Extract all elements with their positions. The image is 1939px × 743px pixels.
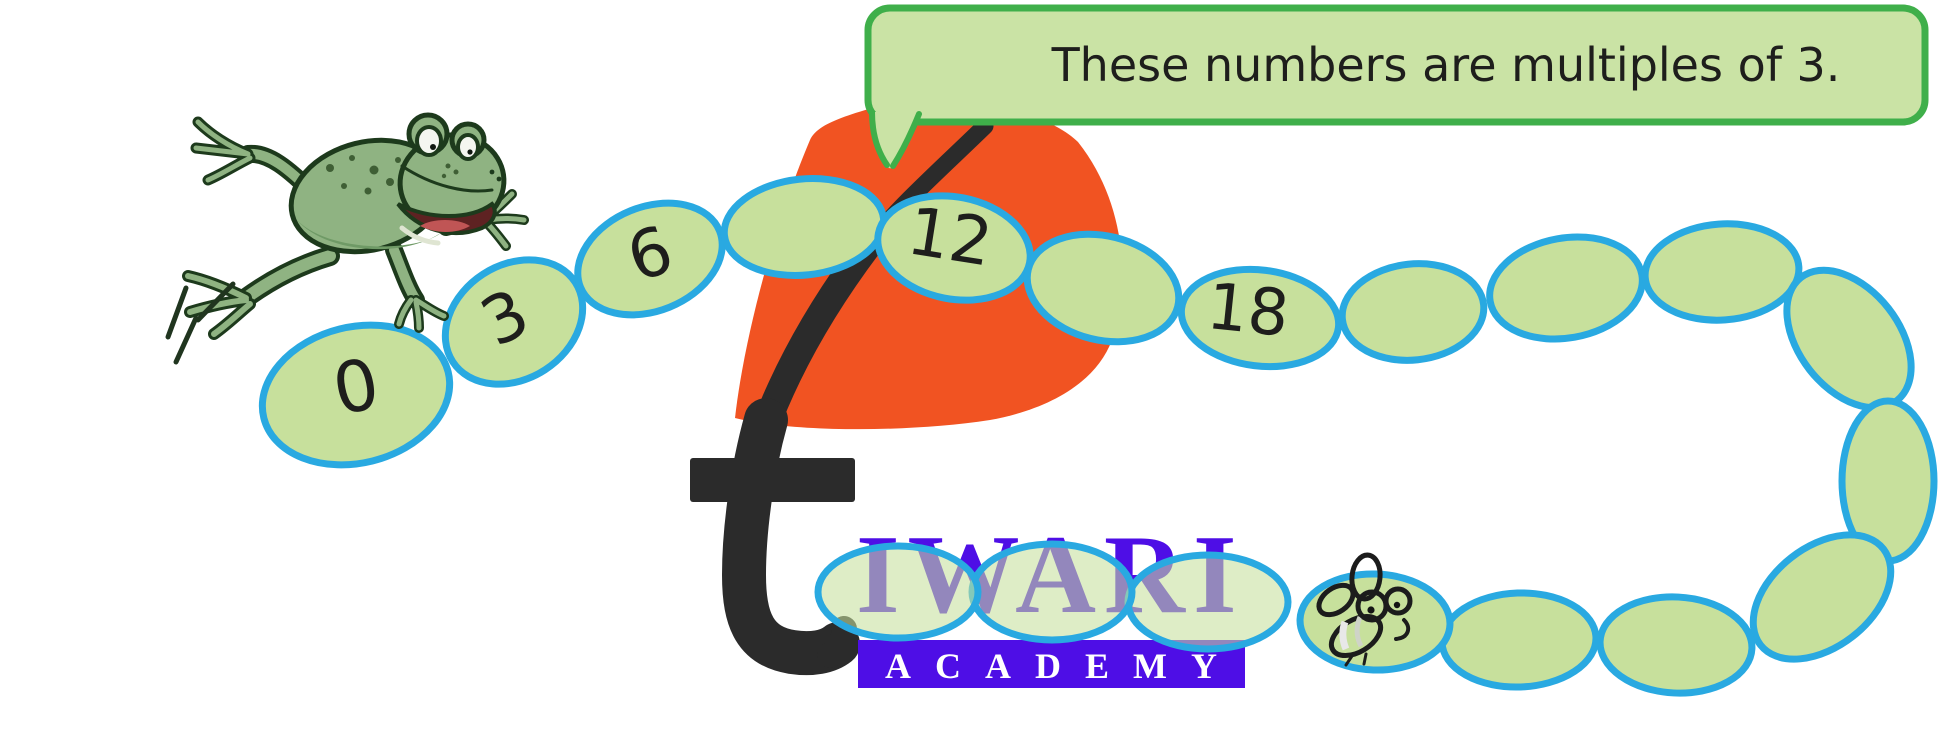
empty-oval bbox=[1438, 589, 1600, 691]
number-oval-3 bbox=[441, 256, 587, 388]
empty-oval bbox=[1486, 233, 1646, 343]
logo-academy-text: ACADEMY bbox=[885, 646, 1241, 686]
empty-oval bbox=[814, 542, 982, 642]
empty-oval bbox=[1641, 220, 1803, 324]
empty-oval bbox=[1749, 531, 1895, 663]
number-oval-6 bbox=[574, 199, 726, 319]
jump-motion-lines-icon bbox=[165, 281, 236, 365]
speech-bubble: These numbers are multiples of 3. bbox=[864, 4, 1929, 169]
oval-number-label: 12 bbox=[903, 192, 998, 281]
empty-oval bbox=[968, 540, 1136, 644]
oval-number-label: 18 bbox=[1204, 270, 1293, 352]
frog-jumping-icon bbox=[182, 112, 529, 340]
empty-oval bbox=[1023, 230, 1183, 346]
number-oval-0 bbox=[258, 321, 454, 469]
number-oval-18 bbox=[1177, 265, 1343, 371]
empty-oval bbox=[1338, 260, 1488, 364]
empty-oval bbox=[1596, 593, 1756, 697]
speech-bubble-text: These numbers are multiples of 3. bbox=[1051, 38, 1841, 92]
fly-icon bbox=[1316, 552, 1413, 667]
empty-oval bbox=[1124, 551, 1292, 653]
